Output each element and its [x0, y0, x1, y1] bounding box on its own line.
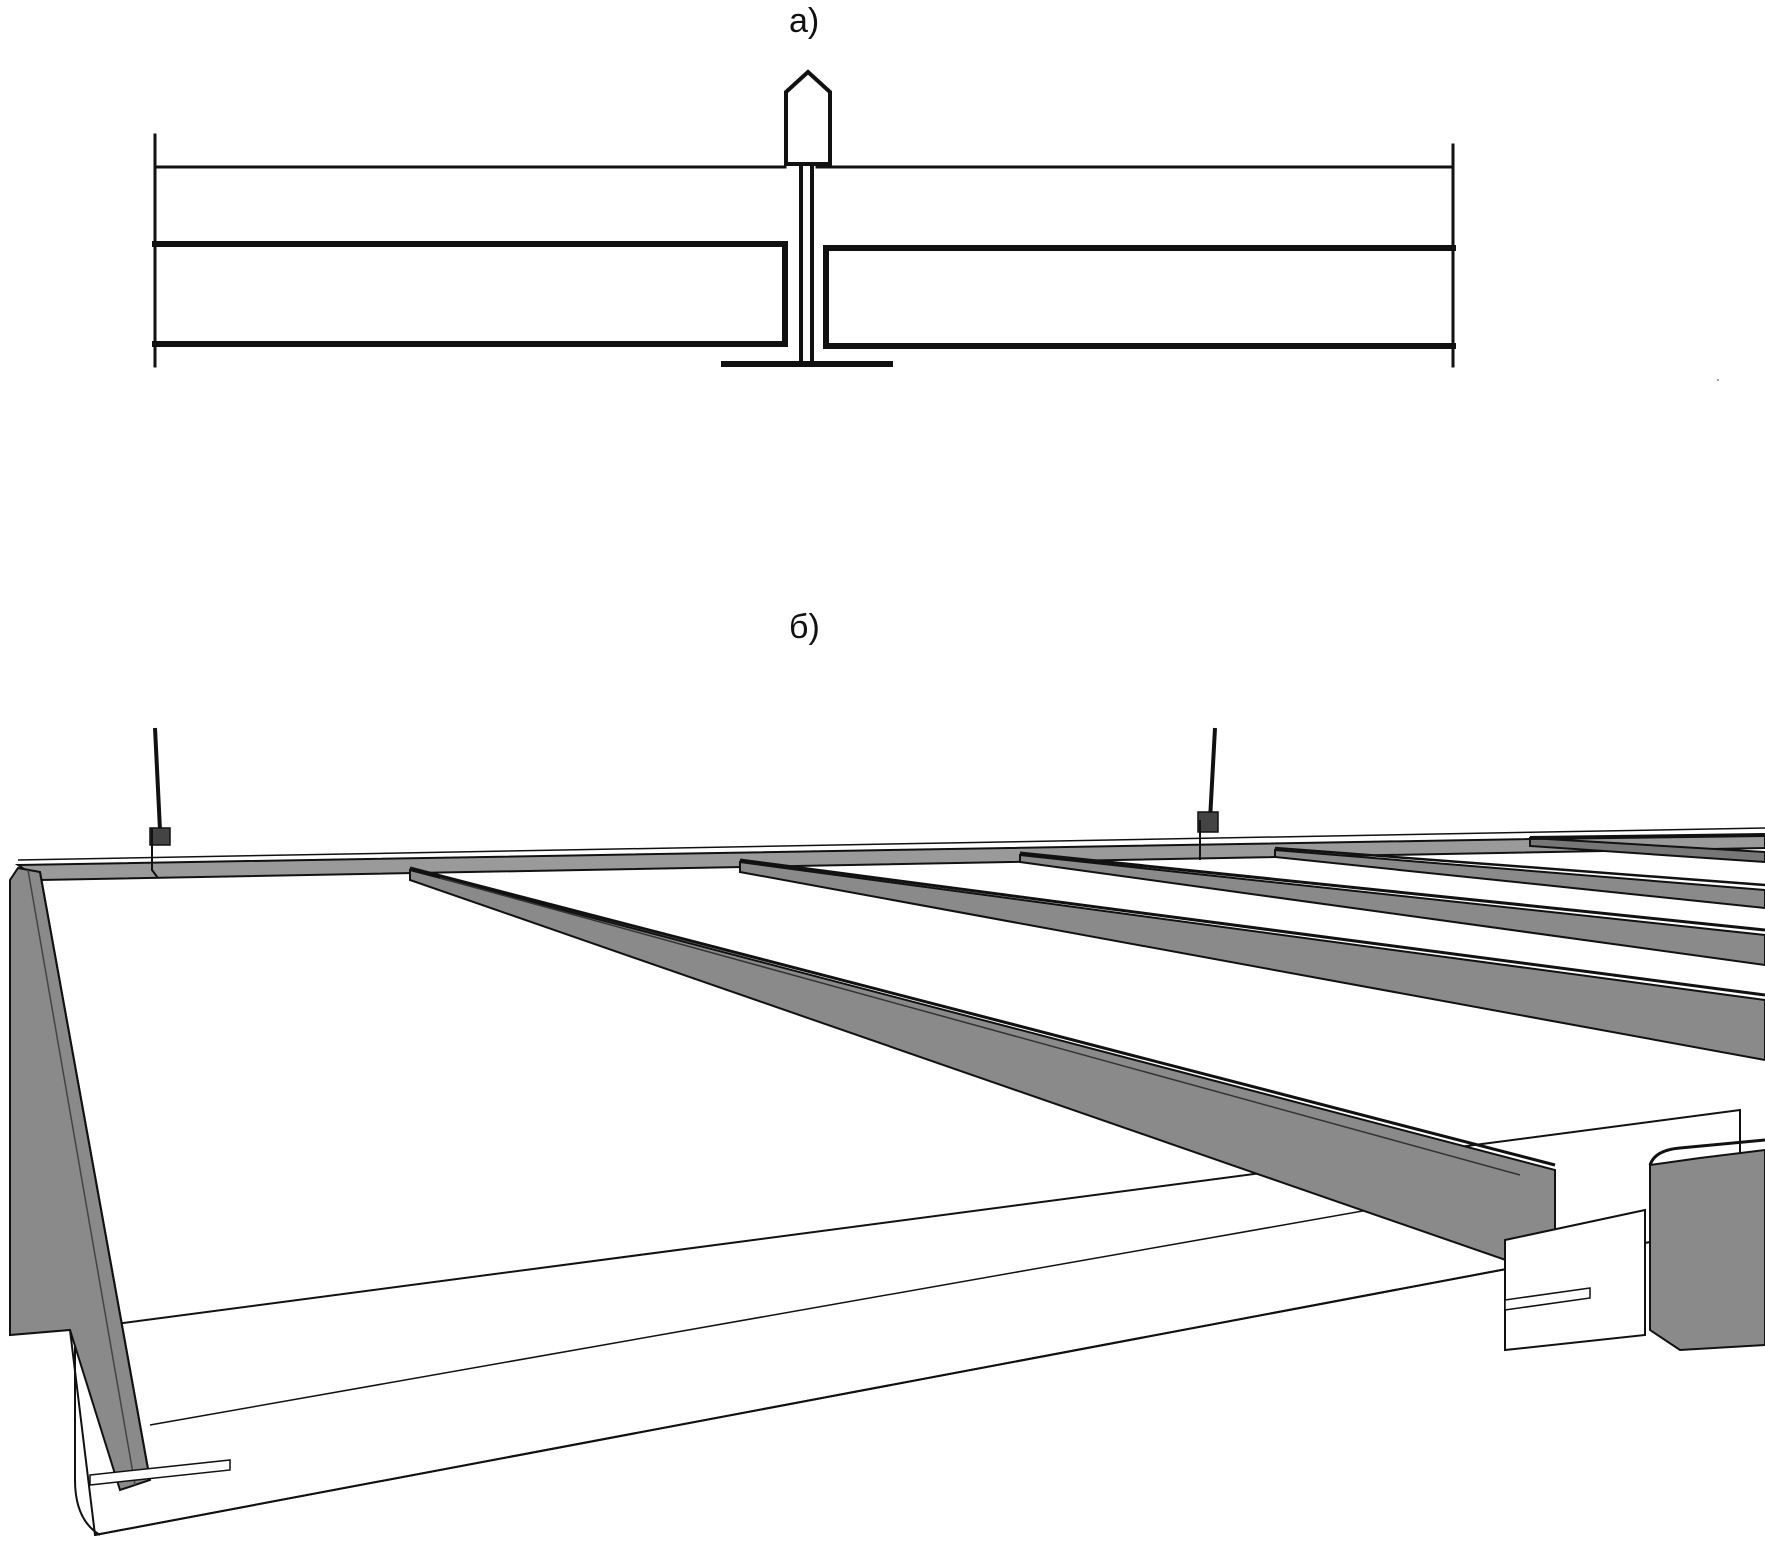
right-panel-segment [1504, 1208, 1646, 1352]
t-profile-5 [1529, 836, 1765, 864]
back-rail-top [17, 827, 1765, 861]
t-profile-2-top [739, 858, 1765, 997]
left-panel-outline [152, 241, 788, 347]
t-profile-1-top [409, 866, 1556, 1167]
hanger-rod-left [153, 727, 162, 831]
right-block-profile [1649, 1148, 1765, 1352]
t-profile-1-groove [439, 877, 1521, 1176]
panel-a-label: а) [789, 2, 820, 40]
right-block-top [1648, 1138, 1765, 1166]
corner-clip-left [89, 1459, 231, 1486]
hanger-bracket-left [151, 828, 159, 879]
corner-clip-right [1504, 1287, 1591, 1311]
profile-bulb-head [784, 69, 832, 166]
speck-dot [1717, 379, 1719, 381]
right-panel-outline [823, 245, 1456, 349]
t-profile-4 [1274, 848, 1765, 910]
t-profile-4-top [1274, 846, 1765, 887]
panel-front-edge [94, 1224, 1741, 1536]
far-right-rail [1529, 833, 1765, 840]
panel-b-label: б) [789, 608, 820, 646]
t-profile-3 [1019, 853, 1765, 967]
left-wall-profile-edge-2 [27, 869, 136, 1486]
hanger-clip-right [1197, 811, 1219, 833]
left-wall-profile-edge [39, 871, 151, 1481]
t-profile-2 [739, 860, 1765, 1062]
hanger-rod-right [1208, 727, 1217, 821]
ceiling-perspective-view [9, 727, 1765, 1537]
hanger-clip-left [149, 827, 171, 846]
panel-left-edge [74, 1330, 101, 1536]
panel-inner-edge [149, 1184, 1511, 1426]
t-profile-3-top [1019, 851, 1765, 932]
t-profile-1 [409, 868, 1556, 1267]
